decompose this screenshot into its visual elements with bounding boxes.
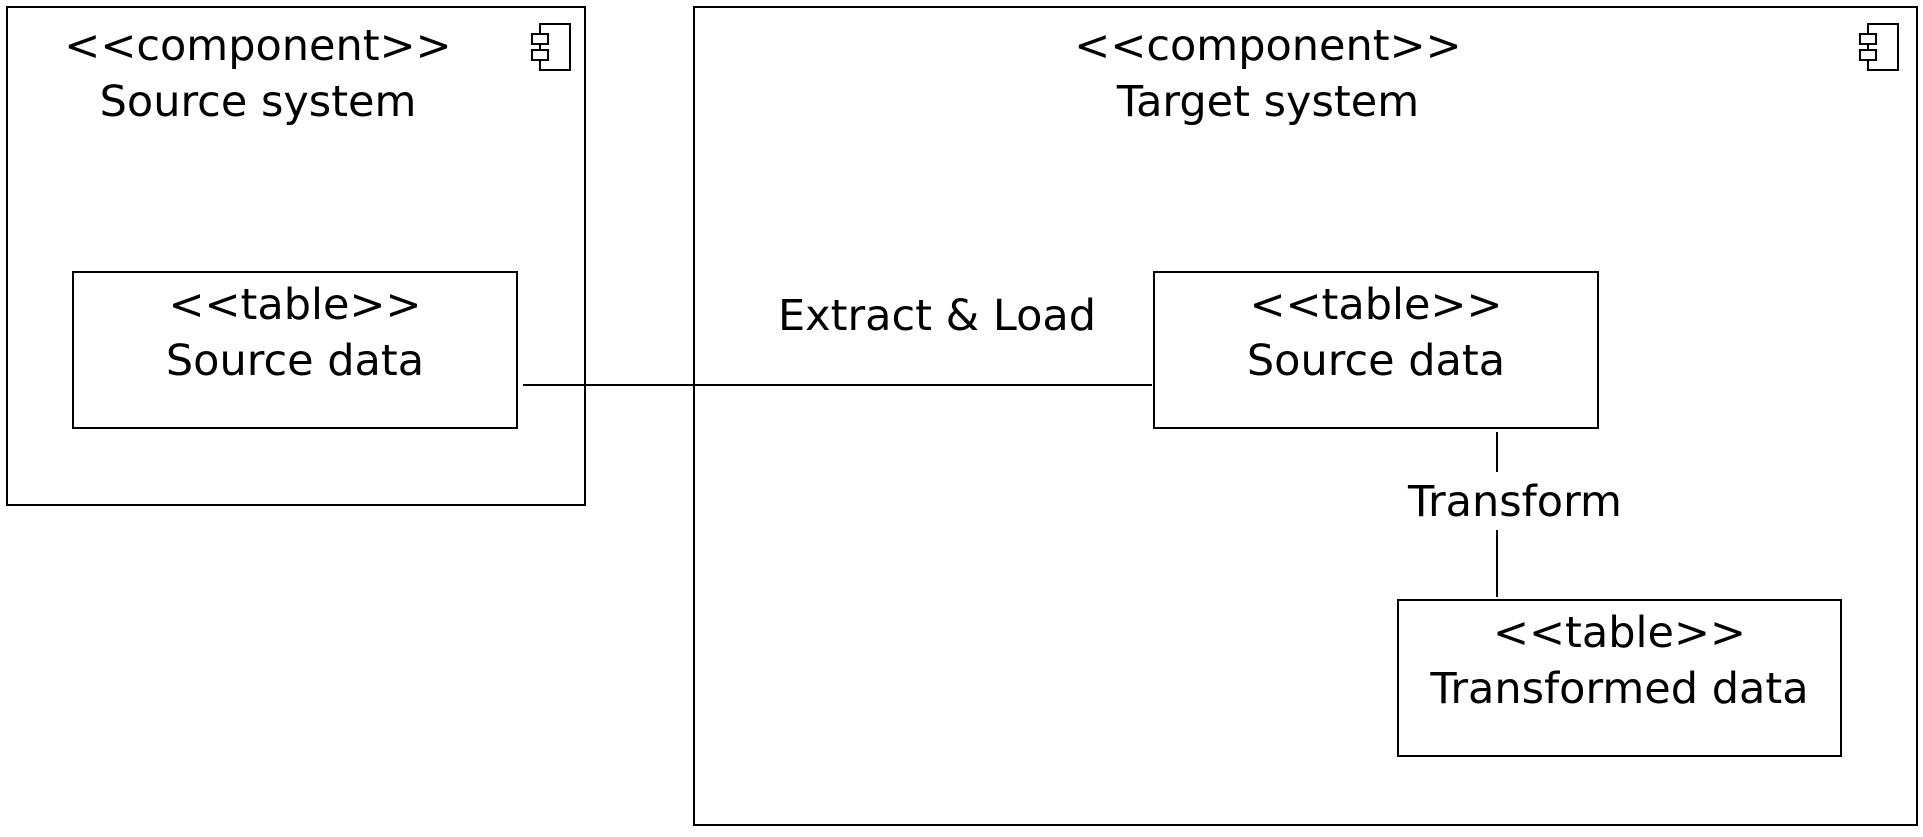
source-system-stereotype: <<component>>: [64, 21, 452, 71]
target-system-stereotype: <<component>>: [1074, 21, 1462, 71]
target-system-name: Target system: [1116, 77, 1420, 127]
extract-load-label: Extract & Load: [778, 288, 1097, 344]
source-data-table-target: [1153, 271, 1599, 429]
transformed-data-table: [1397, 599, 1842, 757]
transform-label: Transform: [1408, 474, 1622, 530]
transform-connector-lower: [1496, 530, 1498, 597]
source-data-table-origin: [72, 271, 518, 429]
extract-load-connector: [523, 384, 1152, 386]
source-system-name: Source system: [99, 77, 417, 127]
component-icon: [1859, 23, 1899, 71]
source-data-origin-stereotype: <<table>>: [168, 280, 422, 330]
source-data-target-name: Source data: [1246, 336, 1506, 386]
transformed-data-name: Transformed data: [1430, 664, 1809, 714]
transform-connector-upper: [1496, 432, 1498, 472]
source-data-target-stereotype: <<table>>: [1249, 280, 1503, 330]
component-icon: [531, 23, 571, 71]
source-data-origin-name: Source data: [165, 336, 425, 386]
transformed-data-stereotype: <<table>>: [1492, 608, 1747, 658]
